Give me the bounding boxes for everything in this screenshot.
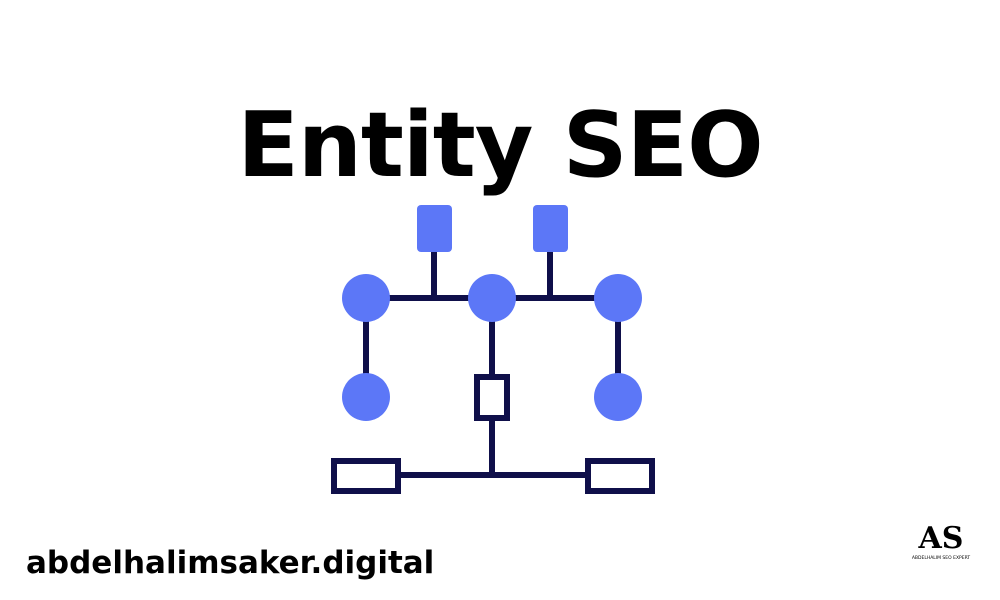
- outline-node-center: [474, 374, 510, 421]
- square-node-right: [533, 205, 568, 252]
- page-title: Entity SEO: [237, 93, 763, 198]
- circle-node-top-center: [468, 274, 516, 322]
- logo-tagline: ABDELHALIM SEO EXPERT: [912, 555, 971, 561]
- site-url: abdelhalimsaker.digital: [26, 545, 435, 581]
- outline-node-bottom-left: [331, 458, 401, 494]
- outline-node-bottom-right: [585, 458, 655, 494]
- as-logo: AS ABDELHALIM SEO EXPERT: [912, 521, 971, 561]
- circle-node-bottom-right: [594, 373, 642, 421]
- square-node-left: [417, 205, 452, 252]
- circle-node-top-right: [594, 274, 642, 322]
- logo-letters: AS: [918, 521, 964, 556]
- circle-node-top-left: [342, 274, 390, 322]
- circle-node-bottom-left: [342, 373, 390, 421]
- entity-graph-diagram: [331, 205, 655, 494]
